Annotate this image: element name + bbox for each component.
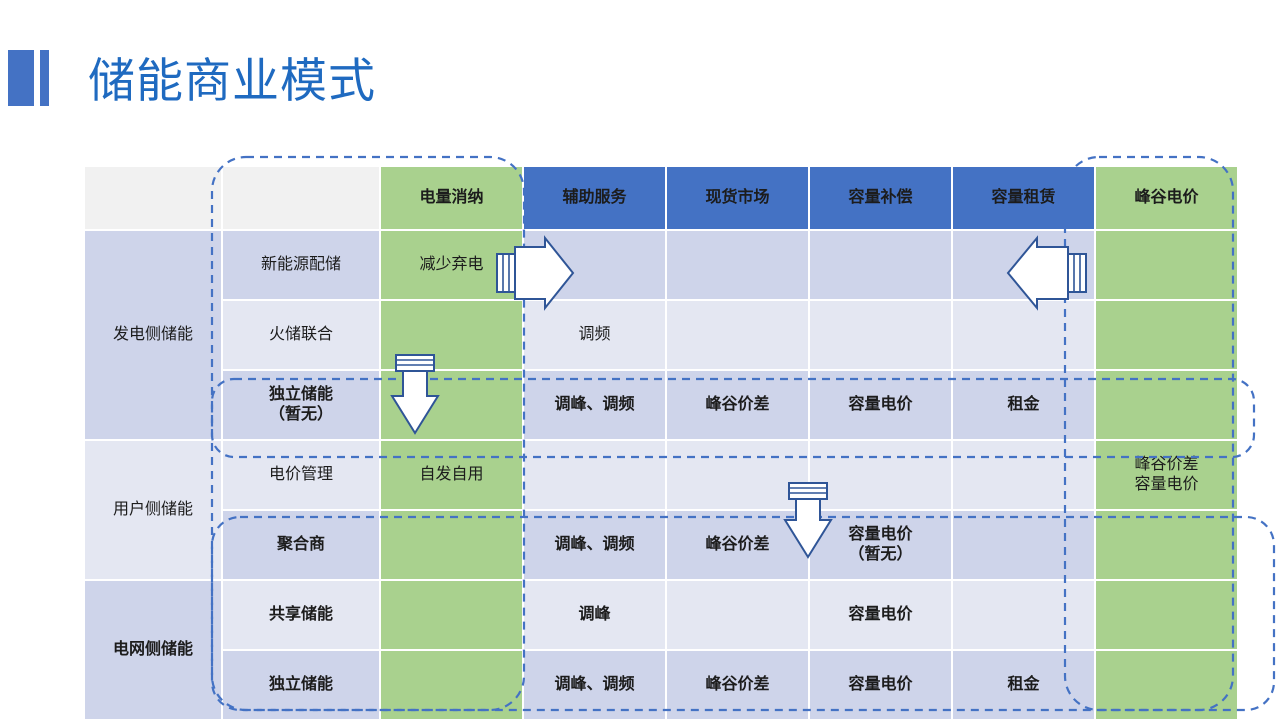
matrix-header-row: 电量消纳辅助服务现货市场容量补偿容量租赁峰谷电价	[85, 167, 1237, 229]
cell-r1-1-c2	[524, 231, 665, 299]
cell-r2-2-c6	[1096, 511, 1237, 579]
cell-r3-1-c2: 调峰	[524, 581, 665, 649]
cell-r1-2-c6	[1096, 301, 1237, 369]
table-row: 聚合商 调峰、调频峰谷价差容量电价（暂无）	[85, 511, 1237, 579]
cell-r3-2-c2: 调峰、调频	[524, 651, 665, 719]
column-header-2[interactable]: 辅助服务	[524, 167, 665, 229]
cell-r1-1-c1: 减少弃电	[381, 231, 522, 299]
title-accent-bar-large	[8, 50, 34, 106]
cell-r3-2-c1	[381, 651, 522, 719]
cell-r1-1-c6	[1096, 231, 1237, 299]
group-label-2: 用户侧储能	[85, 441, 221, 579]
column-header-3[interactable]: 现货市场	[667, 167, 808, 229]
row-label: 火储联合	[223, 301, 379, 369]
cell-r3-1-c4: 容量电价	[810, 581, 951, 649]
row-label: 电价管理	[223, 441, 379, 509]
cell-r3-2-c5: 租金	[953, 651, 1094, 719]
cell-r3-2-c4: 容量电价	[810, 651, 951, 719]
table-row: 独立储能（暂无） 调峰、调频峰谷价差容量电价租金	[85, 371, 1237, 439]
cell-r1-2-c5	[953, 301, 1094, 369]
cell-r2-2-c4: 容量电价（暂无）	[810, 511, 951, 579]
title-accent-bar-small	[40, 50, 49, 106]
row-label: 聚合商	[223, 511, 379, 579]
table-row: 用户侧储能电价管理自发自用 峰谷价差容量电价	[85, 441, 1237, 579]
cell-r1-1-c5	[953, 231, 1094, 299]
cell-r2-1-c4	[810, 441, 951, 509]
cell-r2-1-c6: 峰谷价差容量电价	[1096, 441, 1237, 509]
cell-r3-1-c3	[667, 581, 808, 649]
cell-r2-2-c2: 调峰、调频	[524, 511, 665, 579]
row-label: 独立储能	[223, 651, 379, 719]
page-title: 储能商业模式	[88, 54, 376, 109]
group-label-1: 发电侧储能	[85, 231, 221, 439]
cell-r2-2-c3: 峰谷价差	[667, 511, 808, 579]
header-corner-row	[223, 167, 379, 229]
row-label: 新能源配储	[223, 231, 379, 299]
cell-r3-2-c3: 峰谷价差	[667, 651, 808, 719]
table-row: 发电侧储能新能源配储减少弃电	[85, 231, 1237, 439]
cell-r1-3-c6	[1096, 371, 1237, 439]
cell-r1-3-c2: 调峰、调频	[524, 371, 665, 439]
business-model-matrix: 电量消纳辅助服务现货市场容量补偿容量租赁峰谷电价发电侧储能新能源配储减少弃电火储…	[83, 165, 1239, 721]
cell-r2-1-c1: 自发自用	[381, 441, 522, 509]
table-row: 电网侧储能共享储能调峰容量电价	[85, 581, 1237, 719]
column-header-1[interactable]: 电量消纳	[381, 167, 522, 229]
cell-r2-1-c3	[667, 441, 808, 509]
table-row: 独立储能 调峰、调频峰谷价差容量电价租金	[85, 651, 1237, 719]
cell-r3-1-c5	[953, 581, 1094, 649]
table-row: 火储联合 调频	[85, 301, 1237, 369]
cell-r3-1-c6	[1096, 581, 1237, 649]
cell-r1-3-c5: 租金	[953, 371, 1094, 439]
cell-r1-2-c2: 调频	[524, 301, 665, 369]
row-label: 独立储能（暂无）	[223, 371, 379, 439]
cell-r1-1-c4	[810, 231, 951, 299]
cell-r1-3-c4: 容量电价	[810, 371, 951, 439]
cell-r2-1-c2	[524, 441, 665, 509]
cell-r3-2-c6	[1096, 651, 1237, 719]
cell-r2-2-c1	[381, 511, 522, 579]
cell-r1-2-c1	[381, 301, 522, 369]
column-header-4[interactable]: 容量补偿	[810, 167, 951, 229]
cell-r1-1-c3	[667, 231, 808, 299]
cell-r1-2-c4	[810, 301, 951, 369]
header-corner-group	[85, 167, 221, 229]
cell-r1-3-c3: 峰谷价差	[667, 371, 808, 439]
group-label-3: 电网侧储能	[85, 581, 221, 719]
cell-r1-2-c3	[667, 301, 808, 369]
column-header-6[interactable]: 峰谷电价	[1096, 167, 1237, 229]
row-label: 共享储能	[223, 581, 379, 649]
cell-r3-1-c1	[381, 581, 522, 649]
cell-r1-3-c1	[381, 371, 522, 439]
cell-r2-1-c5	[953, 441, 1094, 509]
column-header-5[interactable]: 容量租赁	[953, 167, 1094, 229]
cell-r2-2-c5	[953, 511, 1094, 579]
